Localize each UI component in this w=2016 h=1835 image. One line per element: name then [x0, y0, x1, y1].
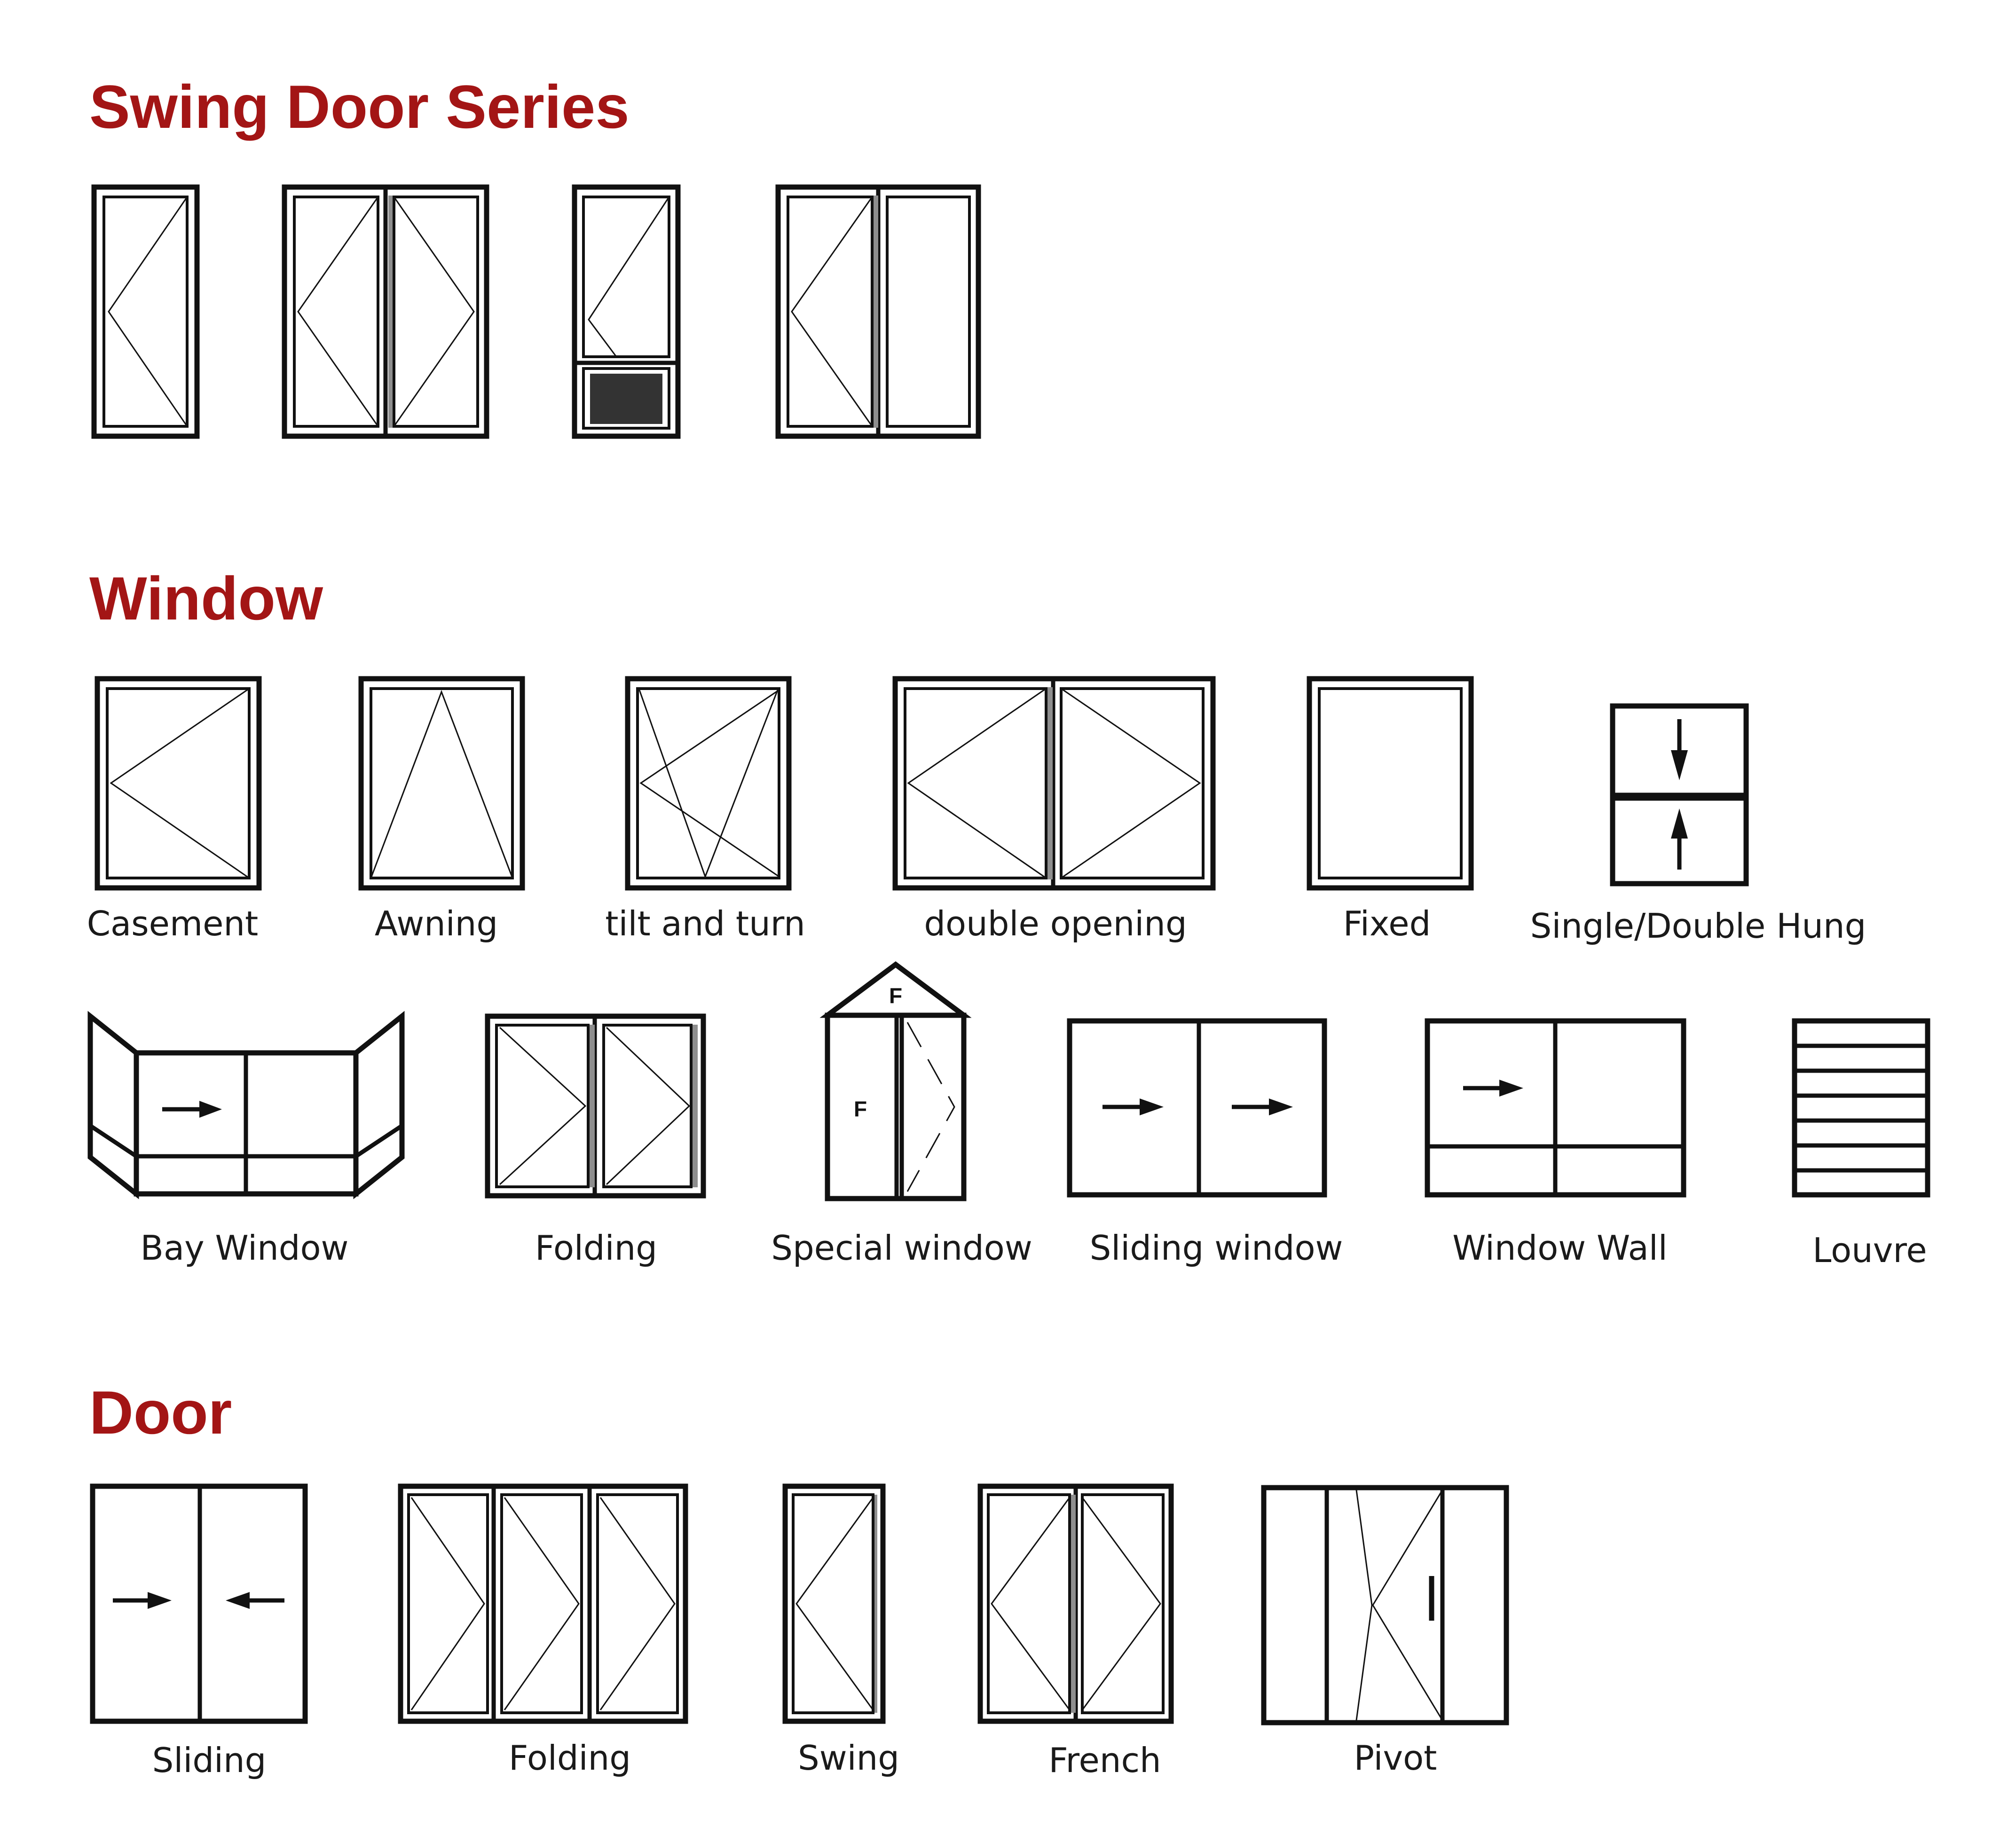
sliding-door-icon: [90, 1483, 308, 1724]
window-wall-icon: [1425, 1018, 1686, 1198]
french-door-icon: [977, 1483, 1174, 1724]
single-double-hung-window-icon: [1610, 703, 1749, 886]
casement-label: Casement: [87, 904, 259, 943]
fixed-window-icon: [1307, 676, 1474, 891]
folding-window-icon: [485, 1013, 706, 1199]
door-heading: Door: [89, 1378, 232, 1447]
swing-door-label: Swing: [798, 1738, 899, 1778]
bay-window-icon: [87, 1011, 405, 1200]
special-window-icon: F F: [819, 961, 972, 1201]
louvre-label: Louvre: [1812, 1231, 1927, 1270]
window-heading: Window: [89, 564, 323, 633]
special-window-top-mark: F: [889, 983, 902, 1008]
french-door-label: French: [1048, 1741, 1161, 1780]
tilt-and-turn-label: tilt and turn: [605, 904, 805, 943]
tilt-and-turn-window-icon: [625, 676, 792, 891]
double-opening-window-icon: [892, 676, 1216, 891]
folding-door-label: Folding: [509, 1738, 631, 1778]
sliding-window-label: Sliding window: [1090, 1228, 1343, 1268]
single-double-hung-label: Single/Double Hung: [1530, 906, 1866, 946]
swing-door-icon: [782, 1483, 886, 1724]
bay-window-label: Bay Window: [141, 1228, 349, 1268]
sliding-window-icon: [1067, 1018, 1327, 1198]
swing-door-double-icon: [282, 184, 489, 439]
sliding-door-label: Sliding: [152, 1741, 267, 1780]
swing-door-single-icon: [91, 184, 200, 439]
special-window-left-mark: F: [854, 1097, 867, 1121]
louvre-window-icon: [1792, 1018, 1930, 1198]
folding-window-label: Folding: [535, 1228, 657, 1268]
swing-door-with-sidelight-icon: [775, 184, 981, 439]
awning-window-icon: [358, 676, 525, 891]
swing-door-series-heading: Swing Door Series: [89, 72, 630, 141]
folding-door-icon: [398, 1483, 688, 1724]
double-opening-label: double opening: [924, 904, 1187, 943]
pivot-door-icon: [1261, 1485, 1509, 1725]
awning-label: Awning: [375, 904, 498, 943]
fixed-label: Fixed: [1343, 904, 1431, 943]
window-wall-label: Window Wall: [1452, 1228, 1668, 1268]
special-window-label: Special window: [771, 1228, 1032, 1268]
pivot-door-label: Pivot: [1354, 1738, 1437, 1778]
casement-window-icon: [94, 676, 262, 891]
swing-door-with-panel-icon: [572, 184, 681, 439]
